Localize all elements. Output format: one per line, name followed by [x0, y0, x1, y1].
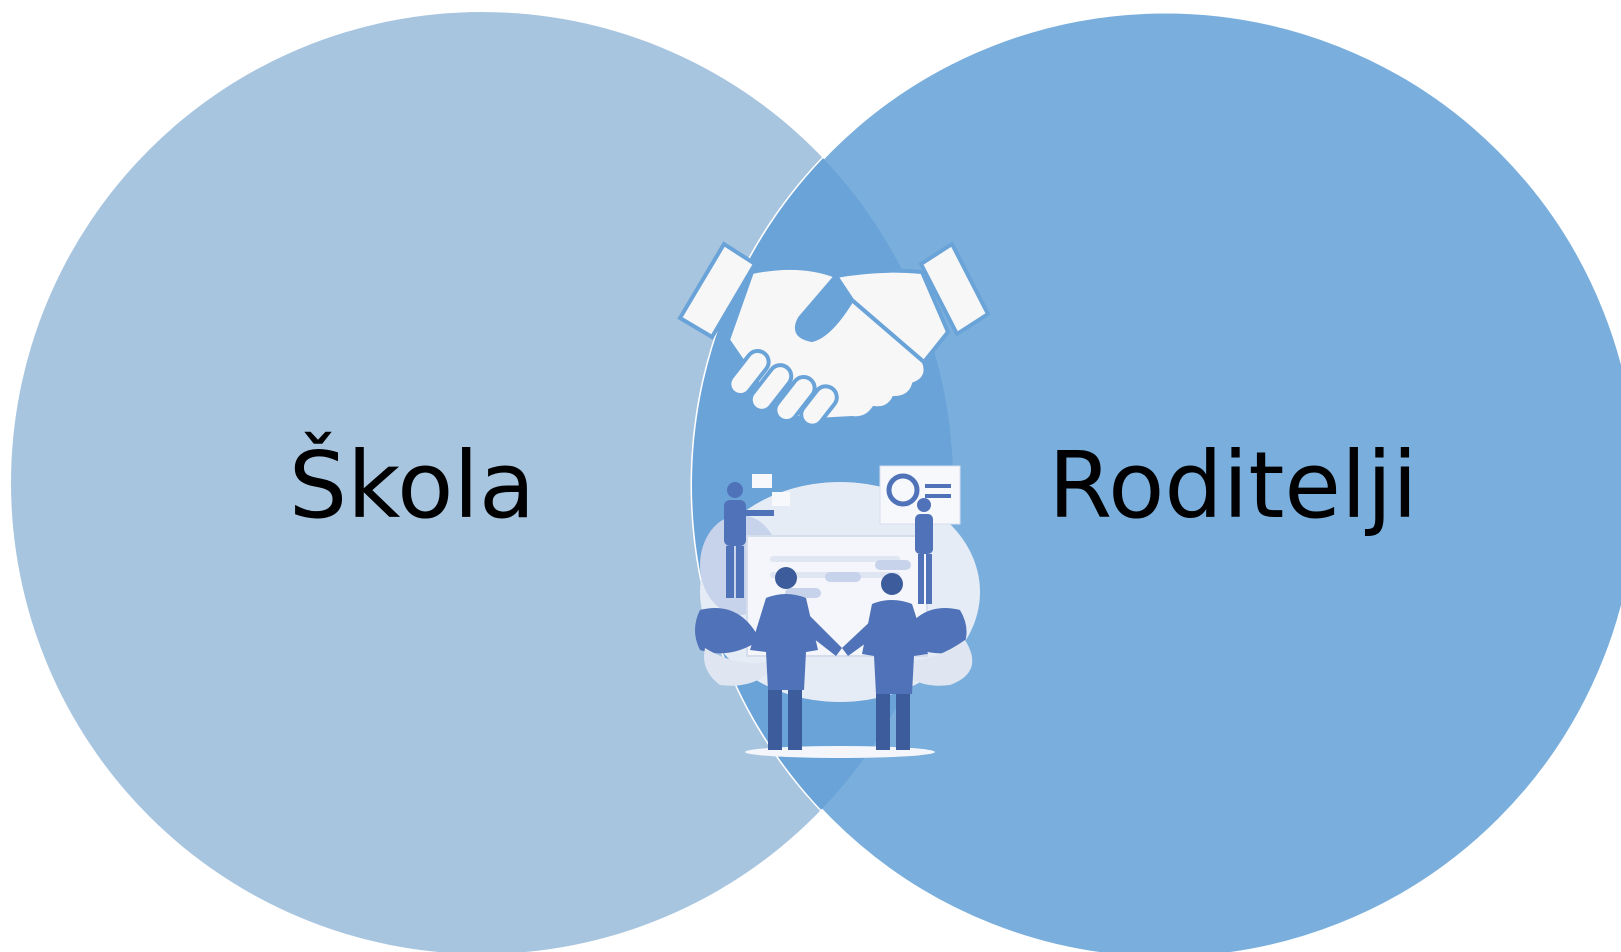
businessman-right-icon [842, 573, 928, 750]
handshake-icon [677, 241, 991, 428]
left-set-label: Škola [289, 430, 536, 539]
leaf-left-icon [695, 608, 760, 654]
business-partners-illustration [695, 465, 980, 758]
right-set-label: Roditelji [1048, 432, 1417, 539]
small-person-right-icon [915, 498, 933, 604]
left-set-circle [11, 12, 953, 952]
businessman-left-icon [750, 567, 842, 750]
small-person-left-icon [724, 482, 774, 598]
speech-bubble-icon [752, 474, 772, 488]
